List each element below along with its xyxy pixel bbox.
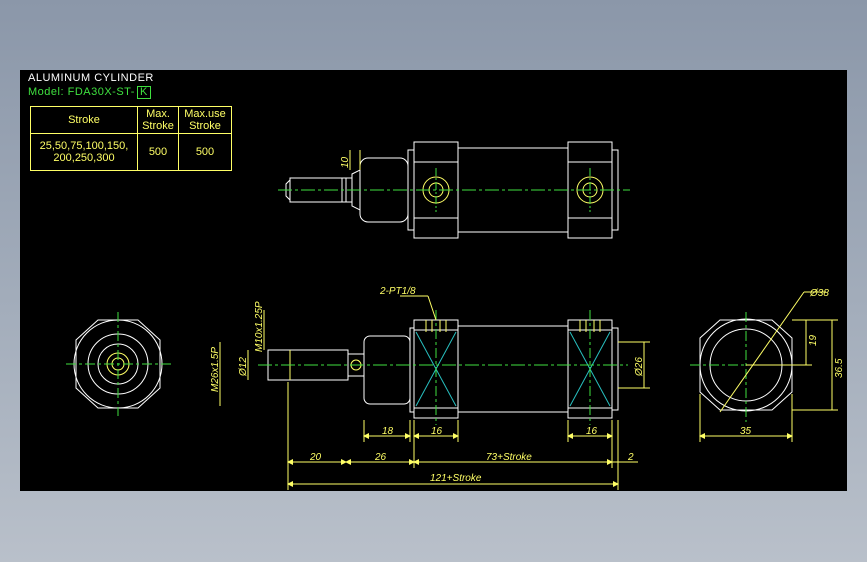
strokes-line2: 200,250,300: [53, 152, 115, 164]
header-stroke: Stroke: [30, 106, 138, 134]
model-code: FDA30X-ST-: [67, 86, 135, 98]
left-end-body: [75, 319, 161, 409]
dim-dia38-line: [719, 291, 805, 413]
header-stroke-label: Stroke: [68, 114, 100, 126]
cad-drawing: 10: [66, 141, 845, 490]
right-end-body: [699, 319, 793, 411]
header-max-use-line2: Stroke: [189, 120, 221, 132]
dim-35-label: 35: [740, 426, 752, 437]
dim-26-label: 26: [374, 452, 387, 463]
header-max-stroke-line1: Max.: [146, 108, 170, 120]
dim-73-label: 73+Stroke: [486, 452, 532, 463]
dim-rod-dia-label: Ø12: [238, 357, 249, 377]
title-block: ALUMINUM CYLINDER Model: FDA30X-ST-K: [28, 72, 154, 99]
dim-121-label: 121+Stroke: [430, 473, 482, 484]
dim-16b-label: 16: [586, 426, 598, 437]
header-max-stroke-line2: Stroke: [142, 120, 174, 132]
model-line: Model: FDA30X-ST-K: [28, 86, 154, 99]
dim-19-label: 19: [808, 334, 819, 346]
drawing-title: ALUMINUM CYLINDER: [28, 72, 154, 84]
dim-20-label: 20: [309, 452, 322, 463]
header-max-use-line1: Max.use: [184, 108, 226, 120]
dim-18-label: 18: [382, 426, 394, 437]
front-rod-cover: [363, 335, 411, 405]
cell-max-stroke: 500: [137, 133, 179, 171]
dim-16a-label: 16: [431, 426, 443, 437]
dim-m10-label: M10x1.25P: [254, 301, 265, 352]
dim-body-dia-label: Ø26: [634, 357, 645, 377]
model-prefix: Model:: [28, 86, 65, 98]
dim-top-10: [349, 150, 361, 170]
strokes-line1: 25,50,75,100,150,: [39, 140, 129, 152]
cell-max-use-stroke: 500: [178, 133, 232, 171]
drawing-canvas: ALUMINUM CYLINDER Model: FDA30X-ST-K Str…: [20, 70, 847, 491]
front-hatch: [415, 331, 611, 407]
dim-dia38-label: Ø38: [809, 288, 829, 299]
dim-top-10-label: 10: [340, 156, 351, 168]
front-view: [267, 319, 619, 419]
dim-36-label: 36.5: [834, 358, 845, 378]
dim-port-label: 2-PT1/8: [379, 286, 416, 297]
cell-strokes: 25,50,75,100,150,200,250,300: [30, 133, 138, 171]
dim-m26-label: M26x1.5P: [210, 347, 221, 392]
front-barrel: [457, 325, 569, 413]
dim-2-label: 2: [627, 452, 634, 463]
model-suffix-box: K: [136, 86, 151, 99]
spec-data-row: 25,50,75,100,150,200,250,300 500 500: [30, 133, 232, 171]
